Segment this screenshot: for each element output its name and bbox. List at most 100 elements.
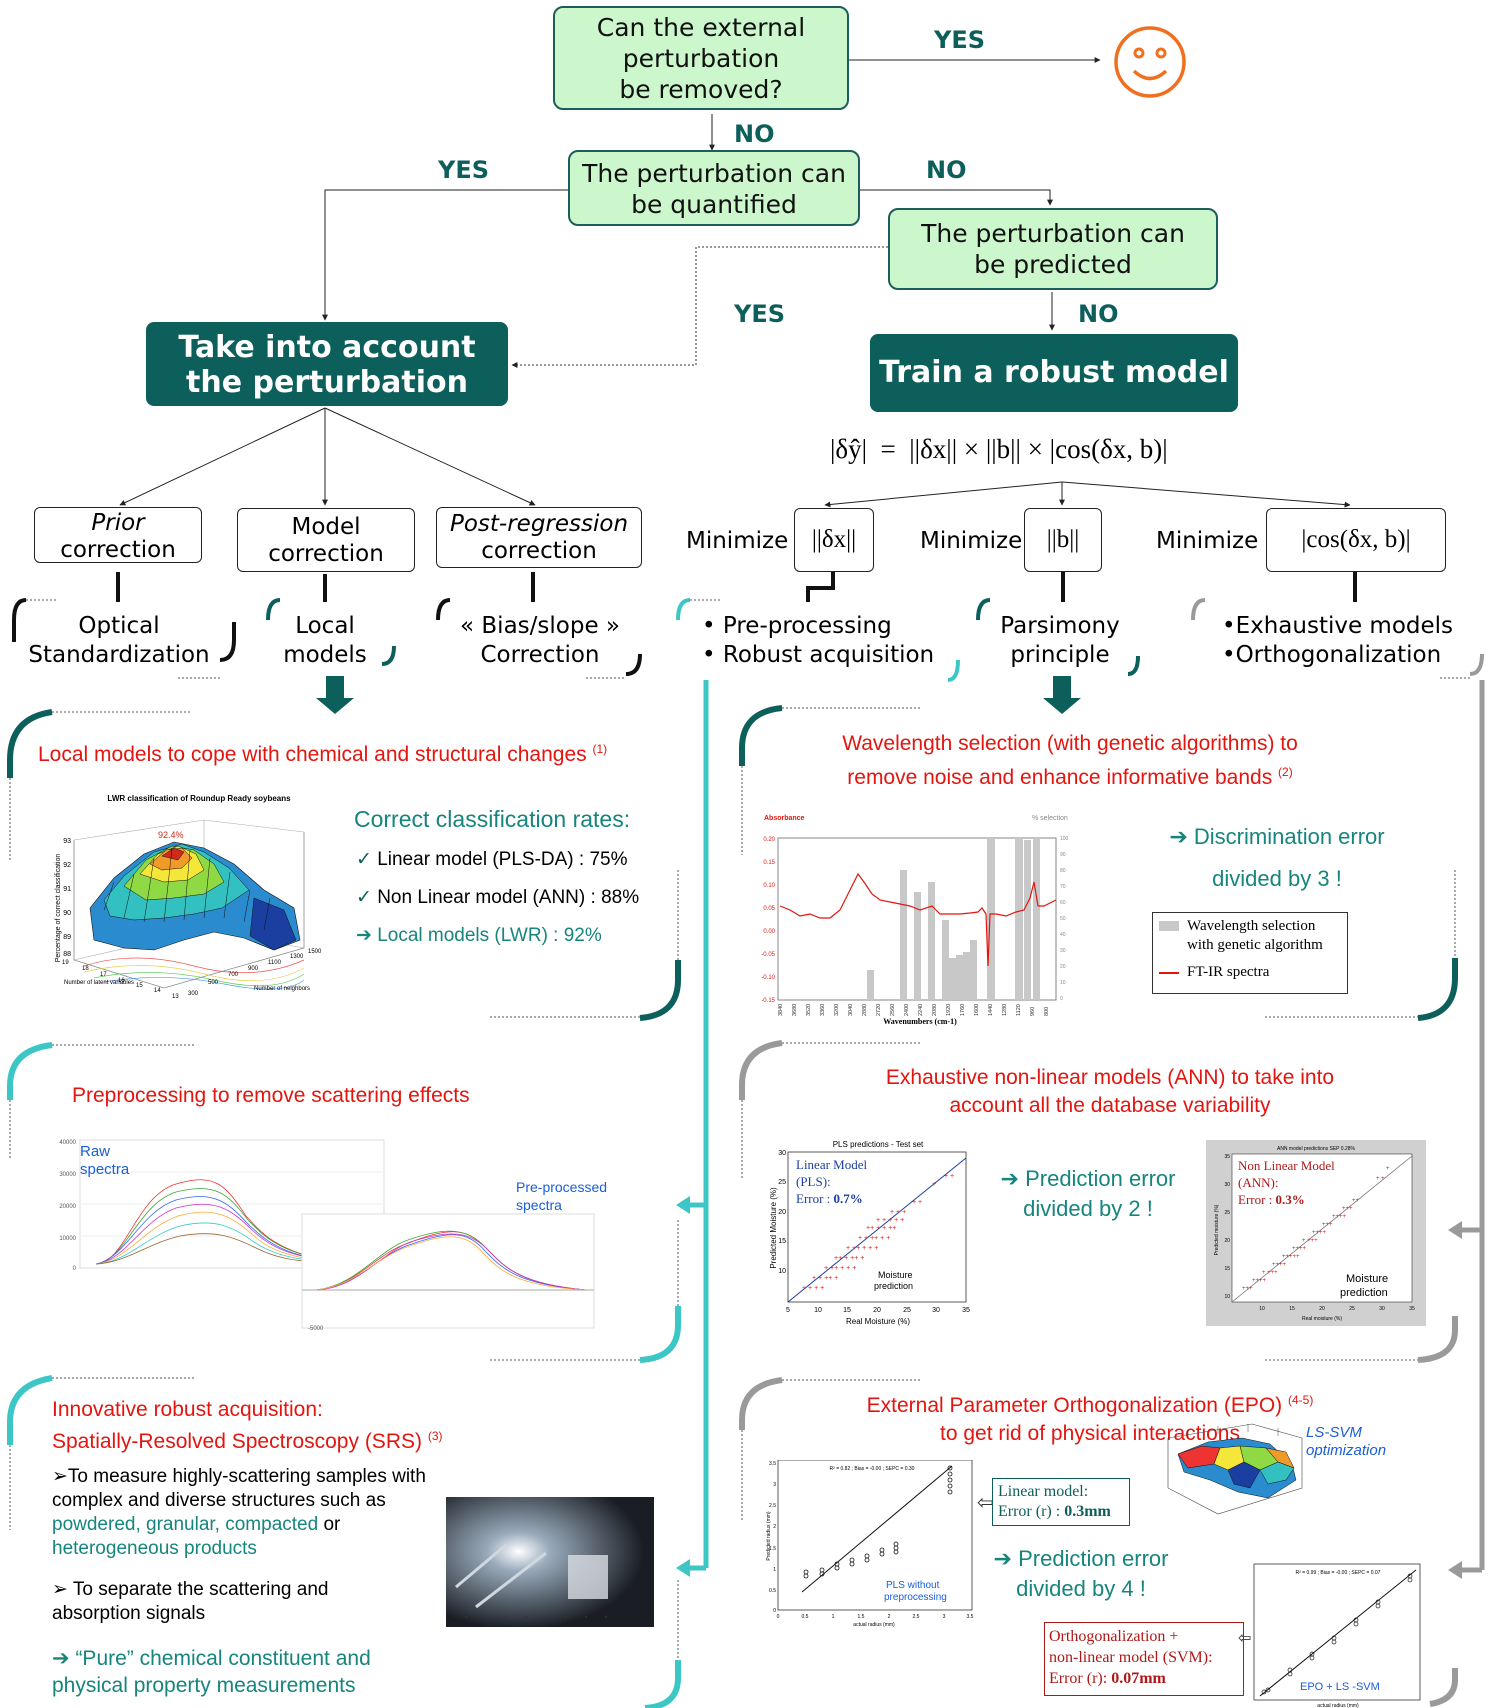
svg-text:++: ++ — [1352, 1198, 1360, 1204]
wavelength-title: Wavelength selection (with genetic algor… — [760, 730, 1380, 792]
left-arrow-icon: ⇦ — [1238, 1630, 1252, 1647]
label-line: LS-SVM — [1306, 1424, 1362, 1441]
svg-text:++ + ++ +: ++ + ++ + — [834, 1255, 864, 1262]
y-tick: 3.5 — [769, 1461, 776, 1467]
pct-tick: 40 — [1060, 932, 1066, 938]
svg-text:++++: ++++ — [1272, 1262, 1287, 1268]
panel-title: Local models to cope with chemical and s… — [38, 743, 587, 766]
pct-tick: 0 — [1060, 996, 1063, 1002]
y-tick: 25 — [778, 1179, 786, 1186]
ftir-chart: Absorbance % selection 0.20 0.15 0.10 0.… — [761, 815, 1069, 1026]
bullet-arrow-icon: ➢ — [52, 1579, 73, 1600]
srs-title: Innovative robust acquisition: Spatially… — [52, 1396, 443, 1455]
method-line: correction — [481, 538, 597, 564]
error-label: Error : — [796, 1191, 834, 1206]
min-dx-text: ||δx|| — [811, 526, 857, 553]
srs-bullet-2: ➢ To separate the scattering and absorpt… — [52, 1578, 412, 1626]
x-tick: 1760 — [960, 1004, 966, 1016]
bullet-arrow-icon: ➢ — [52, 1466, 68, 1487]
x-tick: 3.5 — [967, 1614, 974, 1620]
rates-title: Correct classification rates: — [354, 806, 631, 832]
y-tick: 20 — [778, 1209, 786, 1216]
x-axis-label: actual radius (mm) — [1317, 1703, 1359, 1708]
box-line: Error (r) : — [998, 1503, 1065, 1520]
lv-tick: 18 — [82, 966, 89, 972]
x-tick: 1.5 — [858, 1614, 865, 1620]
label-line: Optical — [78, 613, 160, 639]
rate-local: ➔ Local models (LWR) : 92% — [356, 924, 602, 947]
moisture-label: Moisture — [878, 1270, 913, 1280]
minimize-label-dx: Minimize — [686, 528, 789, 554]
yes-label-mid: YES — [734, 300, 786, 328]
x-tick: 1600 — [974, 1004, 980, 1016]
pct-tick: 50 — [1060, 916, 1066, 922]
pct-tick: 100 — [1060, 836, 1069, 842]
x-tick: 10 — [814, 1307, 822, 1314]
x-tick: 2240 — [918, 1004, 924, 1016]
question-quantified-box: The perturbation can be quantified — [568, 150, 860, 226]
x-tick: 3200 — [834, 1004, 840, 1016]
svg-text:+ + ++ +: + + ++ + — [812, 1275, 838, 1282]
moisture-label: prediction — [874, 1281, 913, 1291]
conclusion-text: “Pure” chemical constituent and physical… — [52, 1647, 371, 1697]
svg-text:+++++: +++++ — [1282, 1254, 1300, 1260]
bullet-text: To measure highly-scattering samples wit… — [52, 1466, 426, 1511]
x-tick: 3040 — [848, 1004, 854, 1016]
question-predicted-box: The perturbation can be predicted — [888, 208, 1218, 290]
check-icon: ✓ — [356, 887, 378, 908]
label-line: « Bias/slope » — [460, 613, 620, 639]
x-tick: 960 — [1030, 1007, 1036, 1016]
min-b-box: ||b|| — [1024, 508, 1102, 572]
y-tick: -0.10 — [761, 975, 775, 981]
method-line: correction — [268, 541, 384, 567]
r2-label: R² = 0.82 ; Bias = -0.00 ; SEPC = 0.30 — [830, 1466, 915, 1472]
y-tick: 40000 — [59, 1140, 76, 1146]
x2-label: Number of neighbors — [254, 986, 310, 992]
x-tick: 2 — [888, 1614, 891, 1620]
x-tick: 1920 — [946, 1004, 952, 1016]
chart-title: PLS predictions - Test set — [833, 1140, 924, 1149]
action-line: the perturbation — [186, 365, 468, 400]
y-tick: 10000 — [59, 1236, 76, 1242]
model-label: (ANN): — [1238, 1175, 1278, 1190]
result-text: Prediction error — [1025, 1166, 1176, 1191]
label-line: •Exhaustive models — [1222, 613, 1454, 639]
x-tick: 2400 — [904, 1004, 910, 1016]
x-tick: 2080 — [932, 1004, 938, 1016]
pct-tick: 80 — [1060, 868, 1066, 874]
y-tick: 88 — [63, 951, 71, 958]
x-tick: 15 — [1289, 1306, 1295, 1312]
lv-tick: 15 — [136, 983, 143, 989]
x-tick: 2880 — [862, 1004, 868, 1016]
y-tick: 10 — [778, 1268, 786, 1275]
y-tick: 92 — [63, 862, 71, 869]
method-line: Post-regression — [449, 511, 629, 537]
arrow-icon: ➔ — [52, 1647, 76, 1670]
post-regression-box: Post-regression correction — [436, 507, 642, 568]
yes-label-top: YES — [934, 26, 986, 54]
box-line: non-linear model (SVM): — [1049, 1649, 1213, 1666]
x-tick: 25 — [1349, 1306, 1355, 1312]
x-tick: 1280 — [1002, 1004, 1008, 1016]
result-text: divided by 2 ! — [1023, 1196, 1153, 1221]
x-tick: 3840 — [778, 1004, 784, 1016]
y-tick: 20000 — [59, 1204, 76, 1210]
x-tick: 35 — [962, 1307, 970, 1314]
yes-label-left: YES — [438, 156, 490, 184]
question-removable-box: Can the external perturbation be removed… — [553, 6, 849, 110]
model-label: Non Linear Model — [1238, 1158, 1335, 1173]
legend-text: FT-IR spectra — [1187, 964, 1270, 980]
question-line: be predicted — [974, 250, 1132, 279]
pct-tick: 20 — [1060, 964, 1066, 970]
x-tick: 20 — [1319, 1306, 1325, 1312]
title-line: Innovative robust acquisition: — [52, 1398, 323, 1421]
y-tick: 93 — [63, 838, 71, 845]
x-tick: 800 — [1044, 1007, 1050, 1016]
label-line: • Pre-processing — [702, 613, 892, 639]
y-tick: 20 — [1224, 1238, 1230, 1244]
x-axis-label: Wavenumbers (cm-1) — [883, 1017, 957, 1026]
pct-tick: 10 — [1060, 980, 1066, 986]
result-text: Discrimination error — [1193, 824, 1385, 849]
formula: |δŷ| = ||δx|| × ||b|| × |cos(δx, b)| — [830, 434, 1168, 464]
method-line: correction — [60, 537, 176, 563]
